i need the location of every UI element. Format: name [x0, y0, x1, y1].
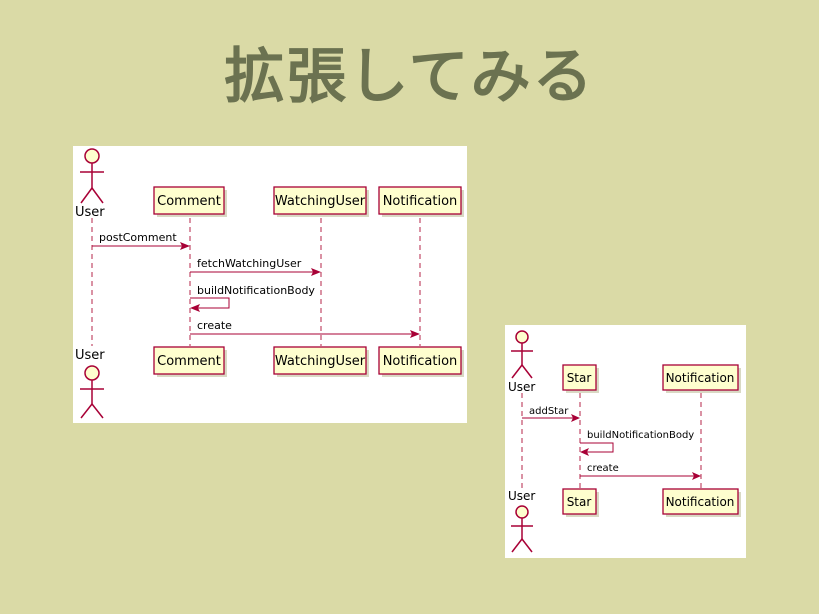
participant-watchinguser-top: WatchingUser [273, 186, 369, 217]
message-buildnotificationbody: buildNotificationBody [580, 430, 694, 456]
message-label: fetchWatchingUser [197, 257, 302, 270]
message-addstar: addStar [522, 406, 580, 422]
participant-notification-top: Notification [662, 364, 741, 393]
message-label: addStar [529, 406, 569, 417]
sequence-diagram-comment: User Comment WatchingUser Notification p… [73, 146, 467, 423]
actor-label: User [508, 489, 535, 503]
actor-user-bottom: User [508, 489, 535, 553]
actor-user-top: User [508, 330, 535, 394]
actor-user-bottom: User [75, 348, 105, 419]
message-label: create [197, 319, 232, 332]
message-label: buildNotificationBody [197, 284, 315, 297]
participant-label: Notification [383, 194, 458, 209]
participant-label: Star [567, 371, 592, 385]
participant-label: Notification [666, 495, 735, 509]
actor-label: User [75, 348, 105, 363]
message-buildnotificationbody: buildNotificationBody [190, 284, 315, 312]
message-fetchwatchinguser: fetchWatchingUser [190, 257, 321, 276]
participant-label: Comment [157, 194, 221, 209]
participant-star-top: Star [562, 364, 599, 393]
participant-watchinguser-bottom: WatchingUser [273, 346, 369, 377]
actor-label: User [508, 380, 535, 394]
participant-label: Comment [157, 354, 221, 369]
message-create: create [190, 319, 420, 338]
participant-label: Star [567, 495, 592, 509]
participant-label: Notification [666, 371, 735, 385]
participant-notification-bottom: Notification [378, 346, 464, 377]
participant-comment-top: Comment [153, 186, 227, 217]
message-label: postComment [99, 231, 177, 244]
message-label: create [587, 463, 619, 474]
participant-comment-bottom: Comment [153, 346, 227, 377]
participant-label: WatchingUser [275, 194, 366, 209]
participant-notification-bottom: Notification [662, 488, 741, 517]
participant-label: Notification [383, 354, 458, 369]
message-label: buildNotificationBody [587, 430, 694, 441]
sequence-diagram-star: User Star Notification addStar buildNoti… [505, 325, 746, 558]
participant-label: WatchingUser [275, 354, 366, 369]
slide-title: 拡張してみる [224, 42, 595, 112]
message-postcomment: postComment [92, 231, 190, 250]
participant-notification-top: Notification [378, 186, 464, 217]
actor-label: User [75, 205, 105, 220]
message-create: create [580, 463, 701, 480]
participant-star-bottom: Star [562, 488, 599, 517]
actor-user-top: User [75, 148, 105, 220]
